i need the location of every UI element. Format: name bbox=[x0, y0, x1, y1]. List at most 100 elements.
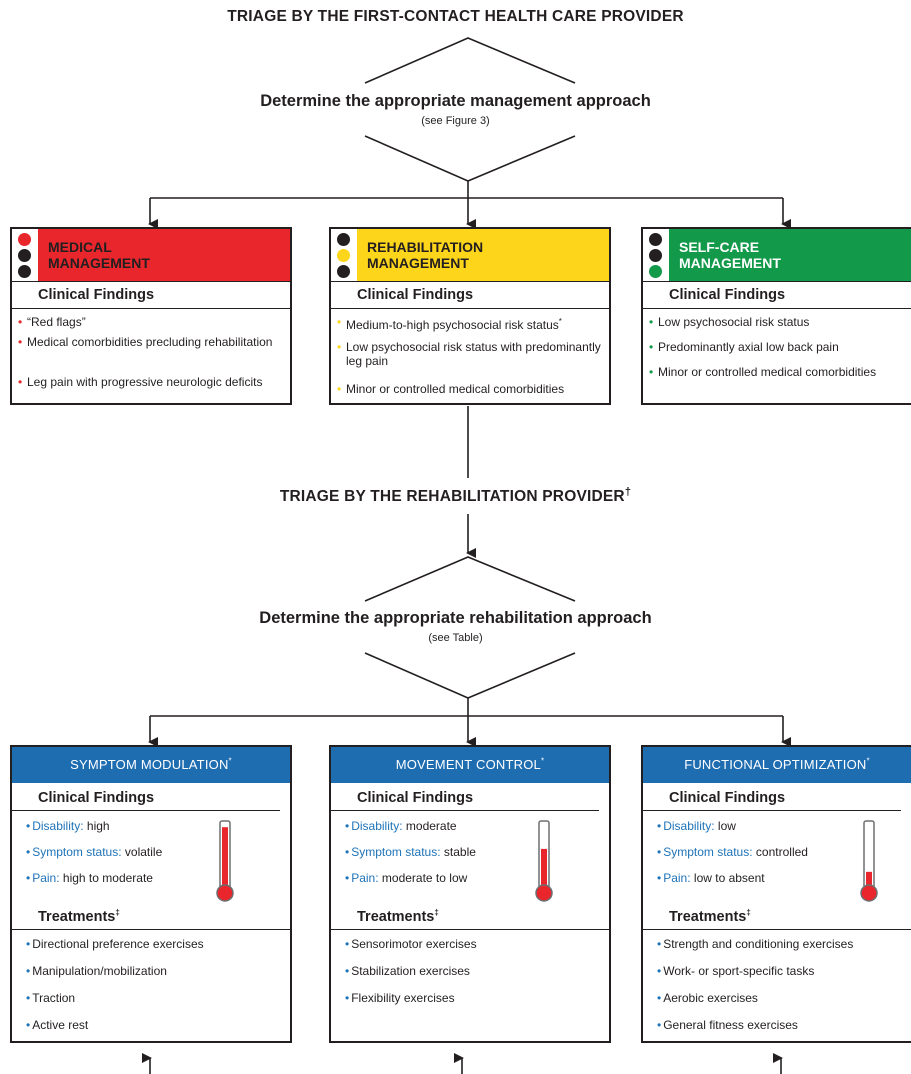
findings-divider bbox=[643, 308, 911, 309]
symptom-status-label: Symptom status: bbox=[663, 845, 753, 859]
treatment-item: •Aerobic exercises bbox=[657, 991, 758, 1005]
functional-optimization-box: FUNCTIONAL OPTIMIZATION* Clinical Finding… bbox=[641, 745, 911, 1043]
treatment-text: Manipulation/mobilization bbox=[32, 964, 167, 978]
clinical-findings-title: Clinical Findings bbox=[669, 790, 786, 806]
treatment-text: General fitness exercises bbox=[663, 1018, 798, 1032]
title-line-2: MANAGEMENT bbox=[48, 255, 150, 271]
pain-value: moderate to low bbox=[381, 871, 468, 885]
disability-value: moderate bbox=[405, 819, 457, 833]
traffic-light-dot bbox=[649, 249, 662, 262]
treatments-title: Treatments‡ bbox=[357, 908, 439, 925]
finding-text: Low psychosocial risk status bbox=[658, 315, 810, 329]
finding-text: Medical comorbidities precluding rehabil… bbox=[27, 335, 273, 349]
symptom-modulation-box: SYMPTOM MODULATION* Clinical Findings • Dis… bbox=[10, 745, 292, 1043]
dagger-mark: † bbox=[624, 486, 632, 498]
management-decision-reference: (see Figure 3) bbox=[421, 115, 490, 127]
disability-finding: •Disability: moderate bbox=[345, 819, 457, 833]
bullet-icon: • bbox=[657, 937, 662, 951]
bullet-icon: • bbox=[337, 340, 342, 354]
treatments-title-text: Treatments bbox=[357, 908, 435, 925]
bullet-icon: • bbox=[345, 991, 350, 1005]
treatments-divider bbox=[643, 929, 911, 930]
double-dagger-mark: ‡ bbox=[434, 908, 439, 917]
symptom-status-finding: •Symptom status: volatile bbox=[26, 845, 162, 859]
finding-text: Low psychosocial risk status with predom… bbox=[346, 340, 601, 368]
triage2-heading-text: TRIAGE BY THE REHABILITATION PROVIDER bbox=[279, 488, 625, 506]
traffic-light-icon bbox=[331, 229, 357, 281]
bullet-icon: • bbox=[26, 964, 31, 978]
finding-item: • Low psychosocial risk status with predo… bbox=[337, 340, 603, 368]
asterisk-mark: * bbox=[558, 317, 562, 326]
title-line-1: SELF-CARE bbox=[679, 239, 760, 255]
functional-optimization-title: FUNCTIONAL OPTIMIZATION bbox=[684, 757, 867, 772]
finding-item: •Minor or controlled medical comorbiditi… bbox=[649, 365, 905, 379]
header-divider bbox=[643, 281, 911, 282]
decision-diamond-bottom-upper bbox=[364, 556, 576, 602]
medical-header bbox=[36, 229, 290, 281]
finding-item: • “Red flags” bbox=[18, 315, 284, 329]
treatment-text: Sensorimotor exercises bbox=[351, 937, 477, 951]
treatments-title: Treatments‡ bbox=[669, 908, 751, 925]
symptom-status-value: volatile bbox=[124, 845, 163, 859]
movement-control-box: MOVEMENT CONTROL*Clinical Findings•Disab… bbox=[329, 745, 611, 1043]
finding-text: “Red flags” bbox=[27, 315, 86, 329]
treatment-text: Flexibility exercises bbox=[351, 991, 455, 1005]
clinical-findings-title: Clinical Findings bbox=[38, 790, 155, 806]
bullet-icon: • bbox=[18, 375, 23, 389]
finding-item: •Predominantly axial low back pain bbox=[649, 340, 905, 354]
disability-value: high bbox=[86, 819, 110, 833]
bullet-icon: • bbox=[649, 315, 654, 329]
traffic-light-dot bbox=[18, 249, 31, 262]
findings-divider bbox=[12, 810, 280, 811]
treatment-item: •Directional preference exercises bbox=[26, 937, 204, 951]
symptom-status-label: Symptom status: bbox=[32, 845, 122, 859]
finding-item: • Medical comorbidities precluding rehabi… bbox=[18, 335, 284, 349]
functional-optimization-header: FUNCTIONAL OPTIMIZATION* bbox=[643, 747, 911, 783]
findings-divider bbox=[331, 308, 609, 309]
finding-text: Leg pain with progressive neurologic def… bbox=[27, 375, 263, 389]
thermometer-icon bbox=[860, 820, 878, 902]
treatments-title: Treatments‡ bbox=[38, 908, 120, 925]
bullet-icon: • bbox=[345, 845, 350, 859]
traffic-light-dot bbox=[337, 265, 350, 278]
clinical-findings-title: Clinical Findings bbox=[357, 790, 474, 806]
treatment-item: •General fitness exercises bbox=[657, 1018, 798, 1032]
traffic-light-dot bbox=[649, 233, 662, 246]
treatment-text: Directional preference exercises bbox=[32, 937, 204, 951]
traffic-light-icon bbox=[643, 229, 669, 281]
bullet-icon: • bbox=[18, 335, 23, 349]
asterisk-mark: * bbox=[228, 756, 232, 766]
bullet-icon: • bbox=[337, 382, 342, 396]
bullet-icon: • bbox=[26, 871, 31, 885]
treatment-item: •Manipulation/mobilization bbox=[26, 964, 167, 978]
bullet-icon: • bbox=[657, 991, 662, 1005]
bullet-icon: • bbox=[26, 1018, 31, 1032]
finding-item: • Low psychosocial risk status bbox=[649, 315, 905, 329]
bullet-icon: • bbox=[18, 315, 23, 329]
bullet-icon: • bbox=[649, 365, 654, 379]
symptom-modulation-header: SYMPTOM MODULATION* bbox=[12, 747, 290, 783]
bullet-icon: • bbox=[345, 937, 350, 951]
treatment-item: •Traction bbox=[26, 991, 75, 1005]
disability-label: Disability: bbox=[32, 819, 84, 833]
treatment-text: Active rest bbox=[32, 1018, 89, 1032]
clinical-findings-title: Clinical Findings bbox=[38, 287, 155, 303]
self-care-header bbox=[667, 229, 911, 281]
treatment-text: Aerobic exercises bbox=[663, 991, 758, 1005]
finding-text: Medium-to-high psychosocial risk status bbox=[346, 318, 559, 332]
traffic-light-active-dot bbox=[649, 265, 662, 278]
finding-text: Minor or controlled medical comorbiditie… bbox=[346, 382, 565, 396]
bullet-icon: • bbox=[657, 845, 662, 859]
treatment-text: Traction bbox=[32, 991, 76, 1005]
thermometer-icon bbox=[535, 820, 553, 902]
treatment-item: •Sensorimotor exercises bbox=[345, 937, 477, 951]
disability-finding: •Disability: low bbox=[657, 819, 736, 833]
bullet-icon: • bbox=[26, 991, 31, 1005]
symptom-modulation-title: SYMPTOM MODULATION bbox=[70, 757, 229, 772]
pain-finding: •Pain: high to moderate bbox=[26, 871, 153, 885]
